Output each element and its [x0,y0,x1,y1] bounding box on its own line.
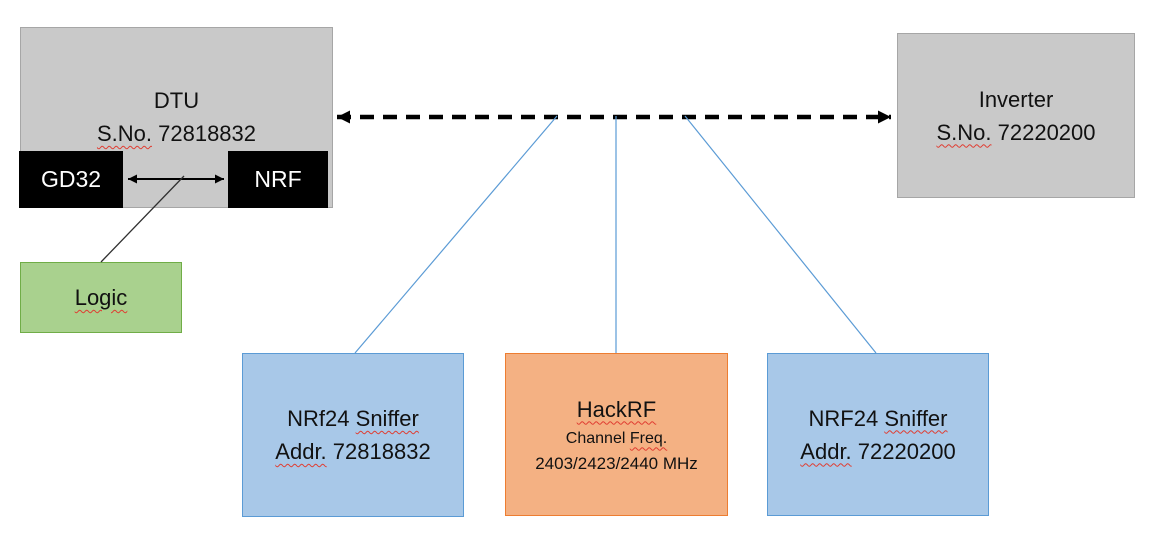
sniffer-inverter-addr-label: Addr. [800,438,852,464]
hackrf-frequencies: 2403/2423/2440 MHz [535,453,698,473]
dtu-serial-label: S.No. [96,121,152,146]
sniffer-dtu-box: NRf24 Sniffer Addr. 72818832 [242,353,464,517]
sniffer-inverter-model: NRF24 [808,405,879,431]
dtu-serial: S.No. 72818832 [97,117,256,150]
sniffer-dtu-addr-label: Addr. [275,439,327,464]
gd32-label: GD32 [40,166,102,192]
sniffer-inverter-title: NRF24 Sniffer [809,402,948,435]
hackrf-freq-word: Freq. [629,429,668,447]
inverter-title: Inverter [978,86,1054,112]
hackrf-channel-word: Channel [565,429,626,447]
sniffer-dtu-addr-number: 72818832 [332,439,431,464]
nrf-label: NRF [254,166,302,192]
inverter-serial-label: S.No. [936,119,992,145]
sniffer-inverter-address: Addr. 72220200 [800,435,955,468]
nrf-chip-box: NRF [228,151,328,208]
hackrf-box: HackRF Channel Freq. 2403/2423/2440 MHz [505,353,728,516]
sniffer-inverter-addr-number: 72220200 [857,438,956,464]
logic-box: Logic [20,262,182,333]
sniffer-inverter-box: NRF24 Sniffer Addr. 72220200 [767,353,989,516]
dtu-title: DTU [153,88,200,113]
dtu-serial-number: 72818832 [158,121,257,146]
logic-label: Logic [74,285,128,310]
sniffer-inverter-connector-line [684,115,877,354]
sniffer-dtu-connector-line [354,115,558,354]
gd32-chip-box: GD32 [19,151,123,208]
inverter-box: Inverter S.No. 72220200 [897,33,1135,198]
sniffer-dtu-title: NRf24 Sniffer [287,402,419,435]
inverter-serial-number: 72220200 [997,119,1096,145]
hackrf-title: HackRF [576,396,657,422]
inverter-serial: S.No. 72220200 [936,116,1095,149]
sniffer-dtu-address: Addr. 72818832 [275,435,430,468]
hackrf-channel-line: Channel Freq. [566,426,667,451]
sniffer-inverter-kind: Sniffer [884,405,948,431]
sniffer-dtu-kind: Sniffer [355,406,419,431]
sniffer-dtu-model: NRf24 [287,406,350,431]
